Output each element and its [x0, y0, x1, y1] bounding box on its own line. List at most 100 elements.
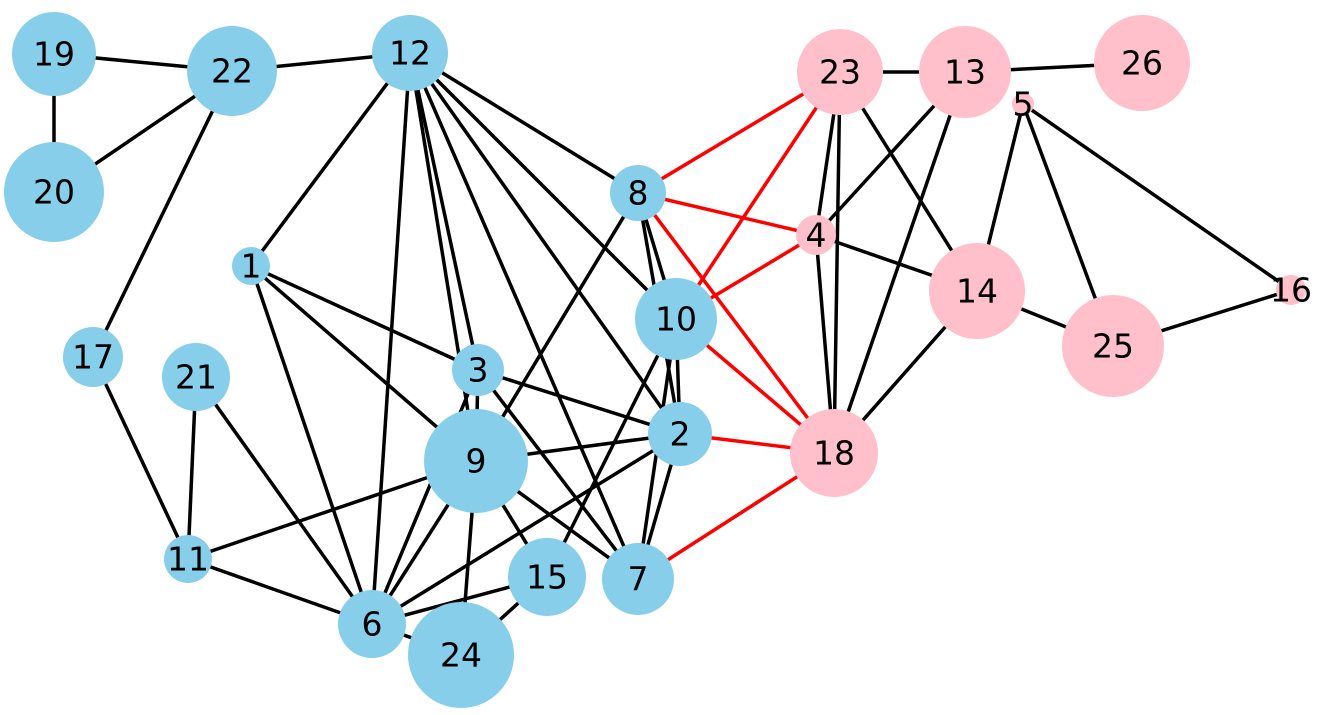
node-label-1: 1 — [241, 247, 262, 286]
node-11: 11 — [164, 535, 212, 583]
edge-1-3 — [250, 264, 479, 372]
edge-3-2 — [477, 368, 681, 436]
node-circle-15 — [508, 538, 586, 616]
node-circle-19 — [12, 12, 96, 96]
node-circle-4 — [796, 215, 836, 255]
node-circle-1 — [232, 247, 270, 285]
node-circle-12 — [372, 15, 448, 91]
node-label-19: 19 — [33, 35, 75, 74]
node-label-21: 21 — [175, 358, 217, 397]
edge-2-6 — [371, 432, 681, 626]
node-10: 10 — [635, 278, 717, 360]
edge-12-8 — [409, 51, 639, 195]
node-circle-26 — [1094, 15, 1190, 111]
edge-10-23 — [674, 71, 842, 320]
node-14: 14 — [929, 243, 1025, 339]
node-9: 9 — [424, 409, 528, 513]
node-circle-17 — [63, 327, 123, 387]
edge-22-17 — [91, 70, 234, 358]
node-circle-11 — [164, 535, 212, 583]
node-6: 6 — [338, 590, 406, 658]
edge-12-3 — [408, 52, 480, 371]
edge-9-8 — [474, 192, 640, 462]
edge-3-7 — [476, 368, 640, 581]
edge-23-18 — [832, 71, 842, 454]
node-label-22: 22 — [211, 52, 253, 91]
node-label-23: 23 — [819, 53, 861, 92]
node-label-20: 20 — [33, 173, 75, 212]
node-circle-21 — [162, 343, 230, 411]
node-label-8: 8 — [628, 174, 649, 213]
node-24: 24 — [408, 602, 514, 708]
edge-21-6 — [194, 375, 374, 626]
node-circle-3 — [452, 344, 504, 396]
node-1: 1 — [232, 247, 270, 286]
edge-8-18 — [636, 191, 836, 455]
node-circle-13 — [919, 26, 1011, 118]
node-7: 7 — [602, 543, 674, 615]
node-circle-10 — [635, 278, 717, 360]
edge-1-12 — [249, 51, 412, 268]
node-circle-23 — [797, 29, 883, 115]
edge-12-6 — [370, 52, 412, 625]
edge-12-9 — [408, 52, 478, 462]
node-circle-7 — [602, 543, 674, 615]
node-5: 5 — [1012, 85, 1034, 124]
edge-8-4 — [637, 191, 817, 237]
node-2: 2 — [648, 402, 712, 466]
node-label-24: 24 — [440, 636, 482, 675]
edge-12-2 — [408, 51, 682, 436]
node-circle-16 — [1276, 275, 1306, 305]
node-label-12: 12 — [389, 34, 431, 73]
node-circle-22 — [187, 26, 277, 116]
node-circle-9 — [424, 409, 528, 513]
node-25: 25 — [1062, 295, 1164, 397]
edge-5-16 — [1022, 102, 1292, 292]
node-26: 26 — [1094, 15, 1190, 111]
node-label-7: 7 — [628, 560, 649, 599]
edge-10-15 — [545, 318, 678, 578]
node-circle-5 — [1012, 93, 1034, 115]
edge-12-7 — [408, 52, 640, 580]
node-label-9: 9 — [466, 442, 487, 481]
node-circle-25 — [1062, 295, 1164, 397]
node-13: 13 — [919, 26, 1011, 118]
node-label-13: 13 — [944, 53, 986, 92]
node-15: 15 — [508, 538, 586, 616]
node-19: 19 — [12, 12, 96, 96]
node-label-4: 4 — [806, 216, 827, 255]
node-3: 3 — [452, 344, 504, 396]
node-label-15: 15 — [526, 558, 568, 597]
node-label-14: 14 — [956, 272, 998, 311]
node-label-2: 2 — [670, 415, 691, 454]
node-18: 18 — [790, 409, 878, 497]
node-label-3: 3 — [468, 351, 489, 390]
node-23: 23 — [797, 29, 883, 115]
node-label-6: 6 — [362, 605, 383, 644]
edge-1-6 — [249, 265, 374, 625]
node-label-10: 10 — [655, 300, 697, 339]
node-label-11: 11 — [167, 540, 209, 579]
node-22: 22 — [187, 26, 277, 116]
node-circle-8 — [610, 165, 666, 221]
node-4: 4 — [796, 215, 836, 255]
node-circle-14 — [929, 243, 1025, 339]
node-circle-18 — [790, 409, 878, 497]
node-circle-20 — [4, 142, 104, 242]
node-label-17: 17 — [72, 338, 114, 377]
node-label-16: 16 — [1270, 271, 1312, 310]
node-label-25: 25 — [1092, 327, 1134, 366]
node-circle-2 — [648, 402, 712, 466]
node-12: 12 — [372, 15, 448, 91]
node-16: 16 — [1270, 271, 1312, 310]
edge-12-10 — [408, 51, 678, 321]
node-8: 8 — [610, 165, 666, 221]
node-label-5: 5 — [1013, 85, 1034, 124]
node-label-18: 18 — [813, 434, 855, 473]
node-circle-24 — [408, 602, 514, 708]
node-20: 20 — [4, 142, 104, 242]
node-circle-6 — [338, 590, 406, 658]
node-21: 21 — [162, 343, 230, 411]
